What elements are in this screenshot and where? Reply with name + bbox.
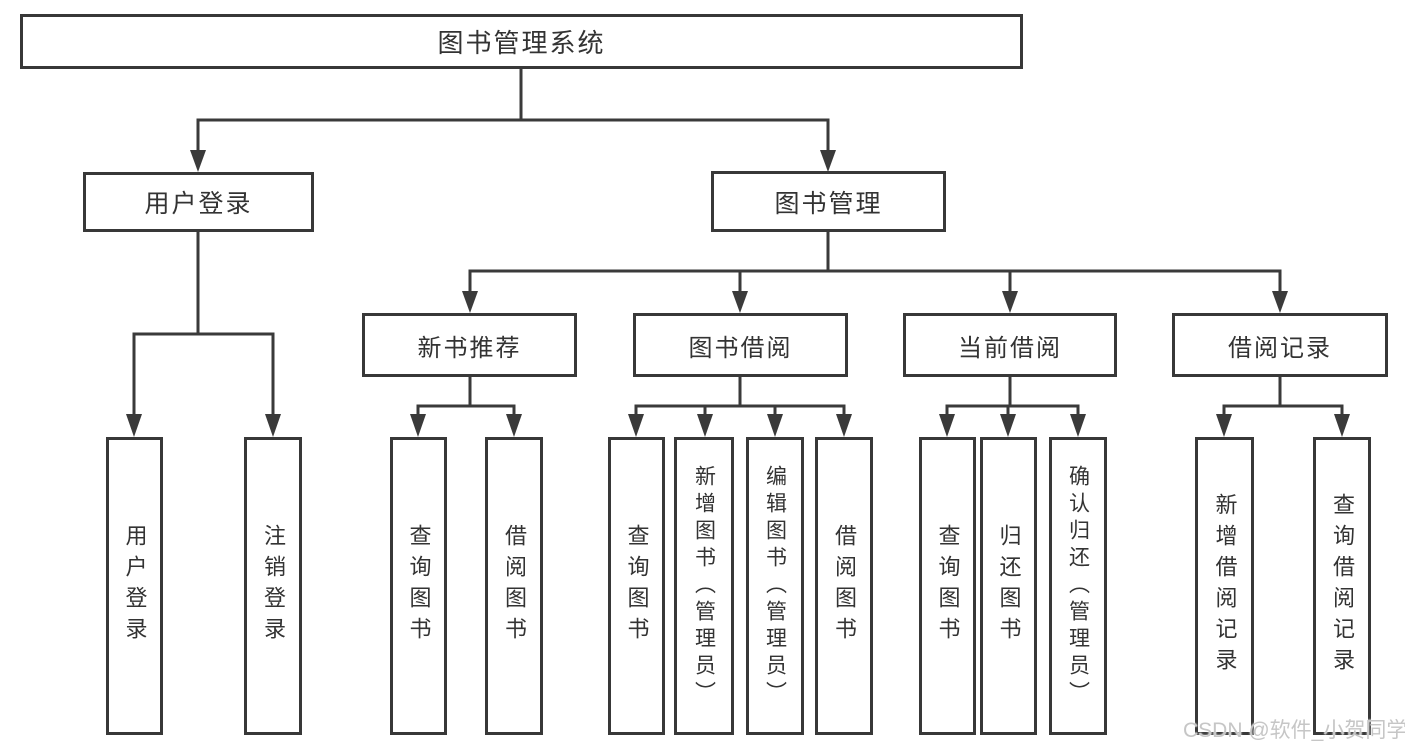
node-borrow-records-label: 借阅记录 (1228, 334, 1332, 362)
leaf-user-login-label: 用户登录 (122, 524, 148, 648)
leaf-br-add-record: 新增借阅记录 (1195, 437, 1254, 735)
leaf-cb-query-books: 查询图书 (919, 437, 976, 735)
node-book-management-label: 图书管理 (774, 189, 883, 218)
leaf-bb-borrow-books: 借阅图书 (815, 437, 873, 735)
leaf-bb-add-books-admin: 新增图书（管理员） (674, 437, 734, 735)
leaf-br-add-record-label: 新增借阅记录 (1212, 493, 1238, 679)
leaf-cb-return-books: 归还图书 (980, 437, 1037, 735)
leaf-logout: 注销登录 (244, 437, 302, 735)
leaf-br-query-record: 查询借阅记录 (1313, 437, 1371, 735)
leaf-nbr-borrow-books-label: 借阅图书 (502, 524, 527, 648)
node-root: 图书管理系统 (20, 14, 1023, 69)
leaf-cb-return-books-label: 归还图书 (996, 524, 1022, 648)
leaf-bb-query-books-label: 查询图书 (624, 524, 650, 648)
leaf-bb-add-books-admin-label: 新增图书（管理员） (692, 464, 716, 708)
leaf-user-login: 用户登录 (106, 437, 163, 735)
node-new-book-recommend-label: 新书推荐 (417, 334, 522, 362)
node-current-borrow: 当前借阅 (903, 313, 1117, 377)
leaf-bb-edit-books-admin-label: 编辑图书（管理员） (763, 464, 787, 708)
node-borrow-records: 借阅记录 (1172, 313, 1388, 377)
leaf-bb-edit-books-admin: 编辑图书（管理员） (746, 437, 804, 735)
leaf-cb-query-books-label: 查询图书 (935, 524, 961, 648)
csdn-watermark: CSDN @软件_小贺同学 (1183, 719, 1405, 742)
leaf-cb-confirm-return-admin: 确认归还（管理员） (1049, 437, 1107, 735)
leaf-nbr-borrow-books: 借阅图书 (485, 437, 543, 735)
leaf-bb-query-books: 查询图书 (608, 437, 665, 735)
leaf-nbr-query-books-label: 查询图书 (406, 524, 432, 648)
node-book-borrow: 图书借阅 (633, 313, 848, 377)
node-book-borrow-label: 图书借阅 (688, 334, 793, 362)
node-root-label: 图书管理系统 (437, 28, 606, 58)
leaf-cb-confirm-return-admin-label: 确认归还（管理员） (1066, 464, 1090, 708)
leaf-bb-borrow-books-label: 借阅图书 (832, 524, 857, 648)
leaf-nbr-query-books: 查询图书 (390, 437, 447, 735)
leaf-logout-label: 注销登录 (261, 524, 286, 648)
node-current-borrow-label: 当前借阅 (958, 334, 1062, 362)
arrowheads (126, 150, 1350, 437)
node-user-login-label: 用户登录 (144, 190, 253, 218)
node-book-management: 图书管理 (711, 171, 946, 232)
node-new-book-recommend: 新书推荐 (362, 313, 577, 377)
node-user-login: 用户登录 (83, 172, 314, 232)
leaf-br-query-record-label: 查询借阅记录 (1330, 493, 1355, 679)
